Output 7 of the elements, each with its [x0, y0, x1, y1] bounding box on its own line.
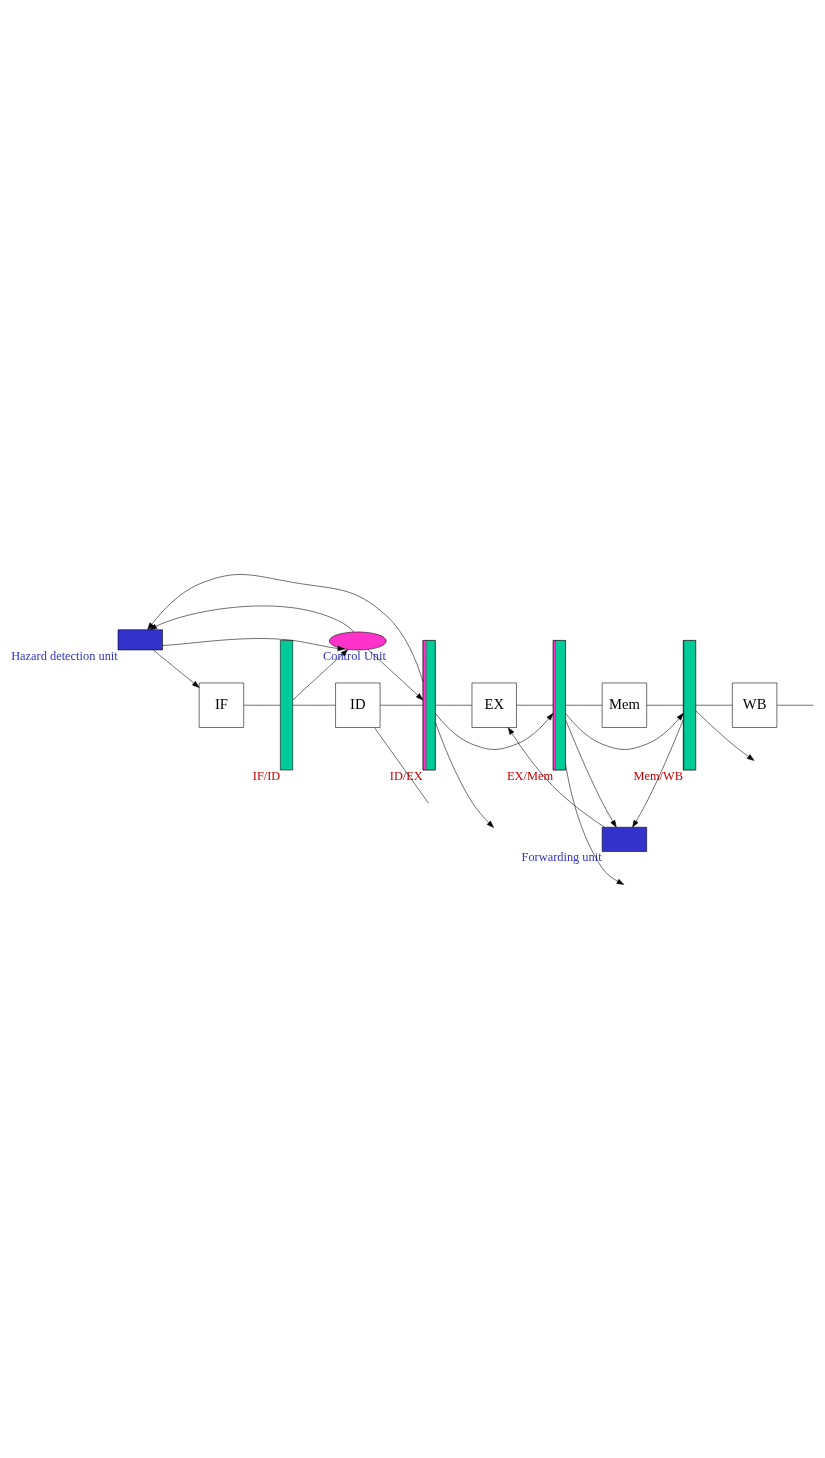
node-label: ID/EX: [389, 768, 423, 783]
node-label: Control Unit: [322, 648, 386, 663]
node-label: EX/Mem: [506, 768, 554, 783]
node-label: Mem/WB: [633, 768, 683, 783]
node-label: IF/ID: [252, 768, 281, 783]
node-label: Forwarding unit: [521, 849, 602, 864]
node-label: Hazard detection unit: [11, 648, 118, 663]
